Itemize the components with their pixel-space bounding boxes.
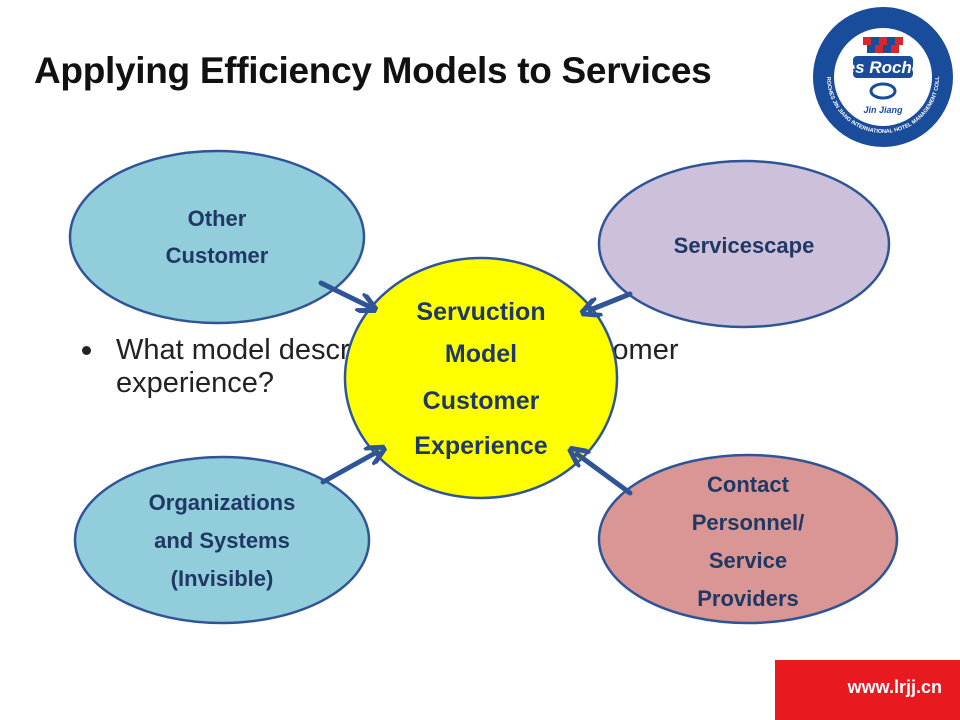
les-roches-logo: Les Roches Jin Jiang LES ROCHES JIN JIAN… — [803, 0, 960, 155]
center-line-1: Servuction — [416, 298, 545, 326]
arrow-contact-personnel — [577, 454, 633, 496]
arrow-servicescape — [590, 291, 633, 310]
center-line-3: Customer — [423, 387, 540, 415]
bullet-dot-icon — [82, 346, 91, 355]
logo-subtitle: Jin Jiang — [863, 105, 903, 115]
node-contact-personnel — [597, 453, 899, 625]
servicescape-label: Servicescape — [674, 233, 815, 258]
organizations-line-1: Organizations — [149, 490, 296, 515]
other-customer-line-1: Other — [188, 206, 247, 231]
footer-url: www.lrjj.cn — [847, 677, 942, 697]
logo-name: Les Roches — [835, 58, 930, 77]
contact-line-2: Personnel/ — [692, 510, 804, 535]
contact-line-4: Providers — [697, 586, 799, 611]
logo-checker-icon — [863, 37, 903, 53]
organizations-line-3: (Invisible) — [171, 566, 274, 591]
center-circle — [343, 256, 619, 500]
arrow-other-customer — [318, 280, 368, 306]
contact-line-3: Service — [709, 548, 787, 573]
organizations-line-2: and Systems — [154, 528, 290, 553]
footer-banner: www.lrjj.cn — [775, 660, 960, 720]
center-line-2: Model — [445, 340, 517, 368]
slide-title: Applying Efficiency Models to Services — [34, 50, 712, 91]
node-organizations-systems — [73, 455, 371, 625]
other-customer-line-2: Customer — [166, 243, 269, 268]
contact-line-1: Contact — [707, 472, 790, 497]
center-line-4: Experience — [414, 432, 548, 460]
arrow-organizations — [320, 452, 377, 485]
center-label: Servuction Model Customer Experience — [414, 298, 548, 460]
node-servicescape — [597, 159, 891, 329]
node-other-customer — [68, 149, 366, 325]
